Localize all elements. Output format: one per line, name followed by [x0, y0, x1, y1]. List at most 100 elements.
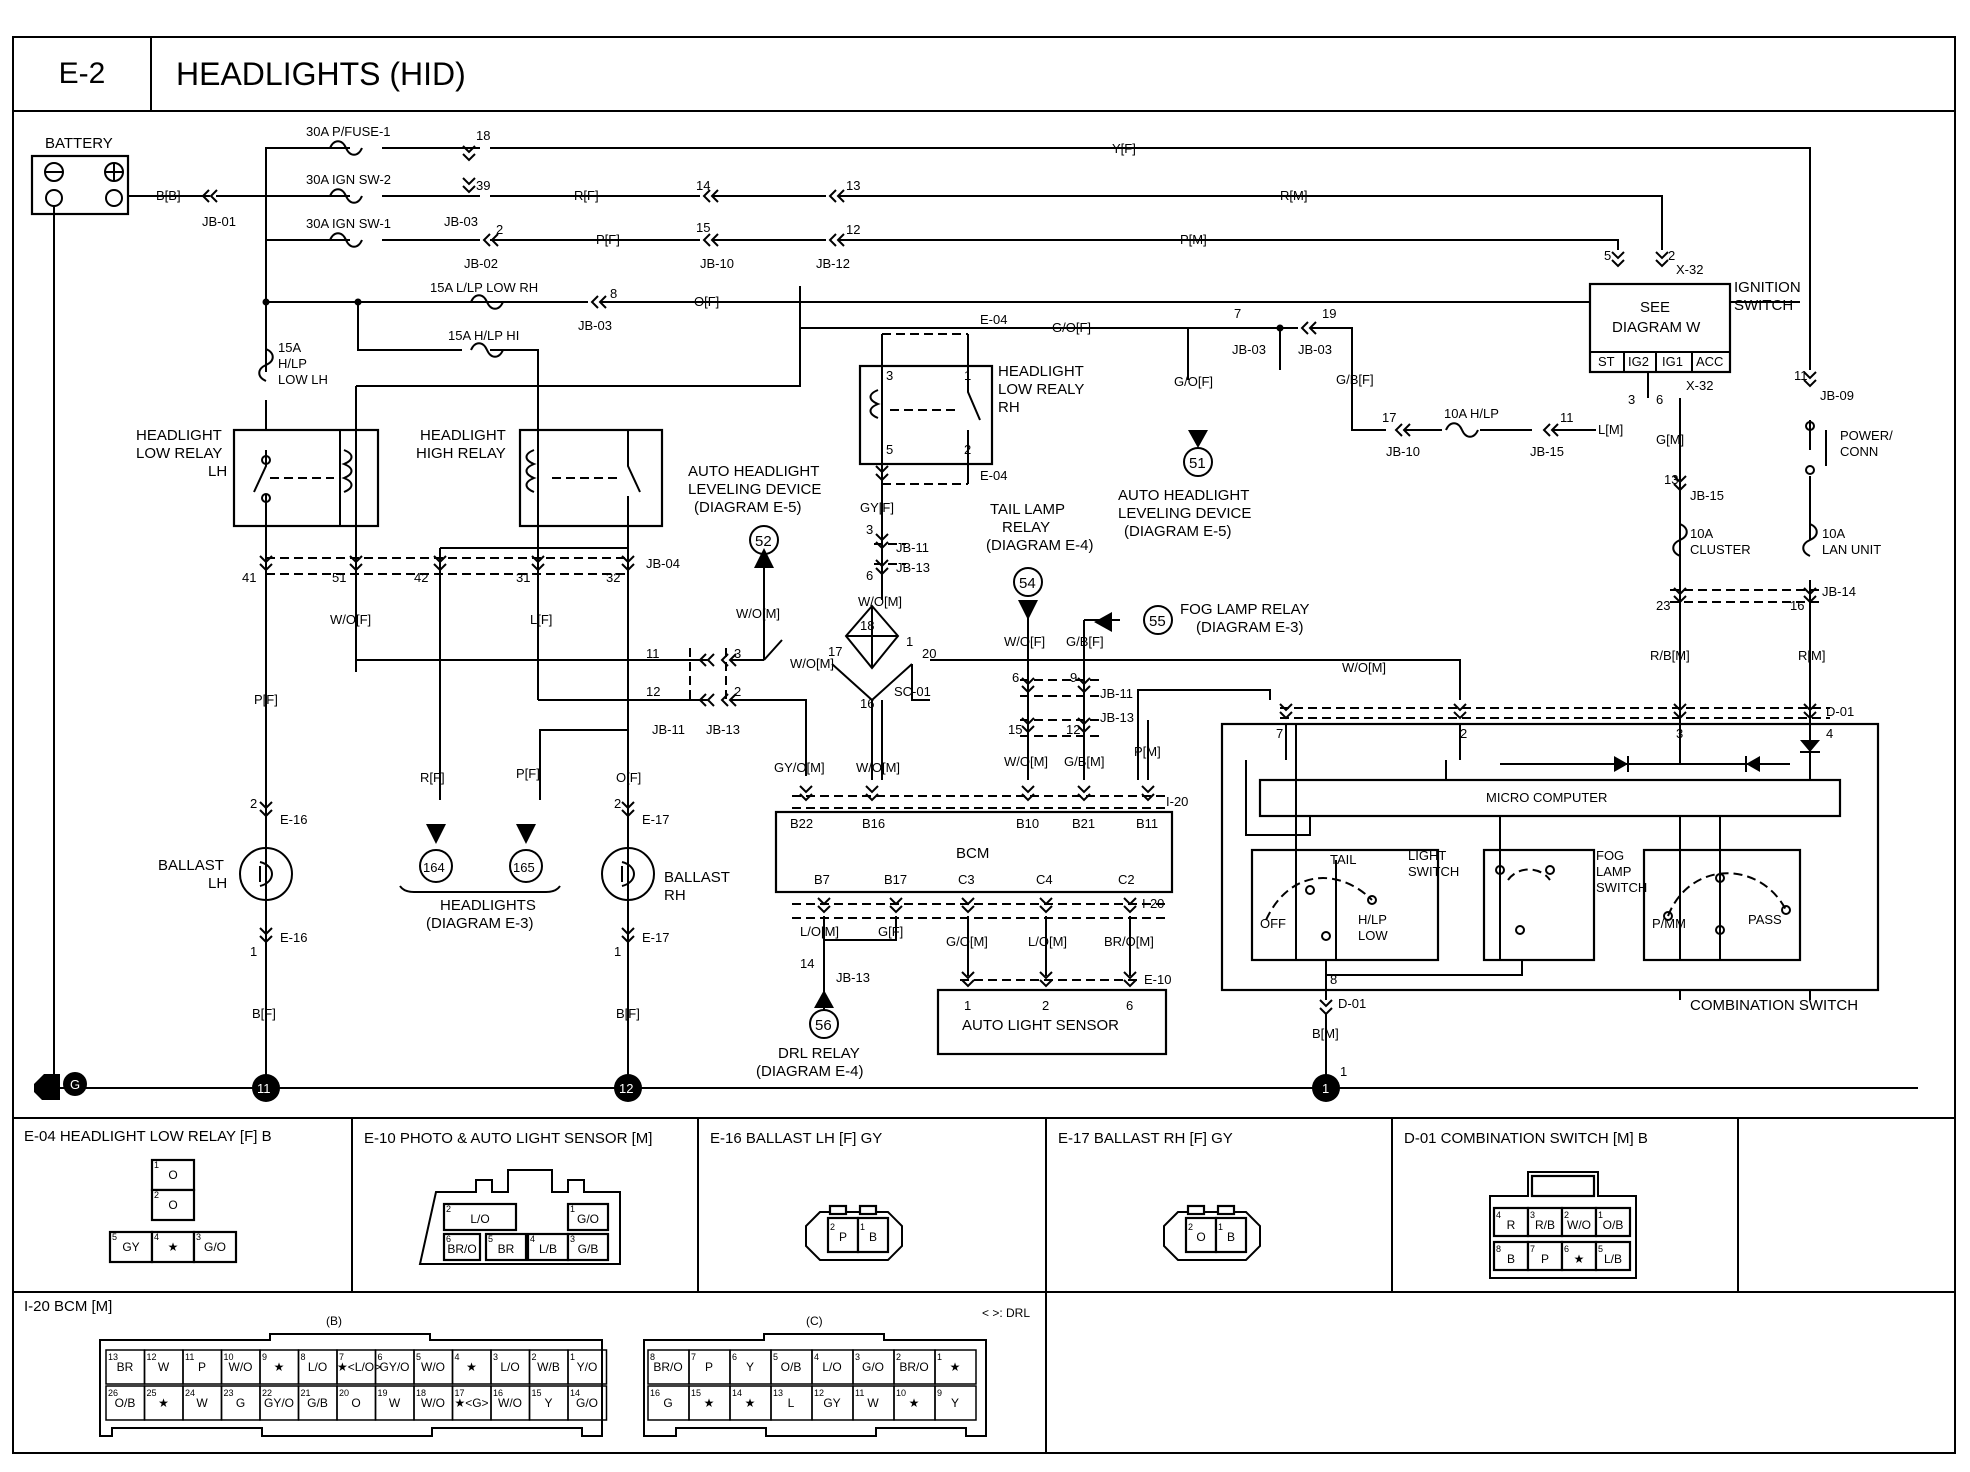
cpin-6: 6 [1126, 998, 1133, 1013]
i20b-r2-cell-10-wire: W/O [498, 1396, 522, 1410]
d01-cell-0-wire: R [1506, 1218, 1516, 1232]
x-32a: X-32 [1676, 262, 1703, 277]
jb-04: JB-04 [646, 556, 680, 571]
i20b-r2-cell-2-wire: W [196, 1396, 208, 1410]
ground-num-12: 12 [619, 1081, 633, 1096]
fuse-label-1: 30A P/FUSE-1 [306, 124, 391, 139]
diagram-code: E-2 [58, 57, 106, 90]
dpin-4: 4 [1826, 726, 1833, 741]
wire-bm: B[M] [1312, 1026, 1339, 1041]
pin-17: 17 [1382, 410, 1396, 425]
x-32b: X-32 [1686, 378, 1713, 393]
pin-7: 7 [1234, 306, 1241, 321]
e10-cell-0-wire: L/O [470, 1212, 490, 1226]
tail-relay-l2: RELAY [1002, 519, 1050, 536]
e04-cell-2-pin: 5 [112, 1232, 118, 1242]
e-04a: E-04 [980, 312, 1007, 327]
e16-cell-1-wire: B [868, 1230, 877, 1244]
power-conn-l1: POWER/ [1840, 428, 1893, 443]
fog-relay-l2: (DIAGRAM E-3) [1196, 619, 1304, 636]
e17-pin-2: 2 [614, 796, 621, 811]
conn-title-i20: I-20 BCM [M] [24, 1298, 113, 1315]
e16-cell-1-pin: 1 [860, 1222, 866, 1232]
fog-switch-l3: SWITCH [1596, 880, 1647, 895]
d01-cell-1-pin: 3 [1530, 1210, 1536, 1220]
i20c-r1-cell-6-wire: BR/O [899, 1360, 929, 1374]
e16-cell-0-wire: P [838, 1230, 847, 1244]
e10-cell-3-pin: 5 [488, 1234, 494, 1244]
fuse-label-9b: LAN UNIT [1822, 542, 1881, 557]
relay-low-rh-l2: LOW REALY [998, 381, 1084, 398]
jbpin-3: 3 [866, 522, 873, 537]
see-diagram-l1: SEE [1640, 299, 1670, 316]
fuse-label-4: 15A L/LP LOW RH [430, 280, 538, 295]
wire-wom5: W/O[M] [856, 760, 900, 775]
i20c-r2-cell-3-wire: L [787, 1396, 795, 1410]
fuse-label-8b: CLUSTER [1690, 542, 1751, 557]
e10-cell-2-pin: 6 [446, 1234, 452, 1244]
tpin-12: 12 [1066, 722, 1080, 737]
bcm-b16: B16 [862, 816, 885, 831]
i20b-r1-cell-5-wire: L/O [307, 1360, 328, 1374]
conn-i20-b-label: (B) [326, 1314, 342, 1328]
ballast-lh-l2: LH [208, 875, 227, 892]
e-16a: E-16 [280, 812, 307, 827]
wire-rf2: R[F] [420, 770, 445, 785]
relay-low-rh-l3: RH [998, 399, 1020, 416]
wire-rm2: R[M] [1798, 648, 1825, 663]
i20b-r2-cell-5-wire: G/B [307, 1396, 328, 1410]
fog-switch-l1: FOG [1596, 848, 1624, 863]
tpin-15: 15 [1008, 722, 1022, 737]
pin-8: 8 [610, 286, 617, 301]
relay-low-lh [232, 428, 380, 528]
scpin-20: 20 [922, 646, 936, 661]
dpin-7: 7 [1276, 726, 1283, 741]
i20b-r1-cell-3-wire: W/O [228, 1360, 253, 1374]
dpin-1: 1 [1340, 1064, 1347, 1079]
bcm-c3: C3 [958, 872, 975, 887]
drl-relay-l2: (DIAGRAM E-4) [756, 1063, 864, 1080]
i20c-r2-cell-1-wire: ★ [703, 1396, 715, 1410]
i20b-r1-cell-6-wire: ★<L/O> [337, 1360, 382, 1374]
wire-gyom: GY/O[M] [774, 760, 825, 775]
jb-02: JB-02 [464, 256, 498, 271]
pin-11: 11 [1560, 410, 1574, 425]
pin-5: 5 [1604, 248, 1611, 263]
pin-31: 31 [516, 570, 530, 585]
diagram-title: HEADLIGHTS (HID) [176, 55, 466, 92]
wire-lom: L/O[M] [800, 924, 839, 939]
ls-hlp: H/LP [1358, 912, 1387, 927]
ground-num-1: 1 [1322, 1081, 1329, 1096]
ign-term-acc: ACC [1696, 354, 1723, 369]
pin-18: 18 [476, 128, 490, 143]
fuse-label-8a: 10A [1690, 526, 1713, 541]
light-switch-l1: LIGHT [1408, 848, 1446, 863]
i20b-r1-cell-1-wire: W [157, 1360, 170, 1374]
e-04b: E-04 [980, 468, 1007, 483]
pin-39: 39 [476, 178, 490, 193]
power-feed-wires [53, 147, 1811, 1088]
wom-run [355, 659, 1461, 700]
auto-light-label: AUTO LIGHT SENSOR [962, 1017, 1119, 1034]
e04-cell-4-pin: 3 [196, 1232, 202, 1242]
wire-wom: W/O[M] [736, 606, 780, 621]
pin-51: 51 [332, 570, 346, 585]
jb-11b: JB-11 [896, 540, 929, 555]
jb-03d: JB-03 [1298, 342, 1332, 357]
relay-high [518, 428, 664, 528]
pin-13: 13 [846, 178, 860, 193]
header-bar [12, 36, 1956, 112]
i20b-r1-cell-12-wire: Y/O [576, 1360, 598, 1374]
auto-level-52-l3: (DIAGRAM E-5) [694, 499, 802, 516]
see-diagram-l2: DIAGRAM W [1612, 319, 1701, 336]
ref-56: 56 [815, 1017, 832, 1034]
pass-pmm: P/MM [1652, 916, 1686, 931]
i20b-r2-cell-11-wire: Y [544, 1396, 553, 1410]
e10-cell-5-pin: 3 [570, 1234, 576, 1244]
wire-gf: G[F] [878, 924, 903, 939]
ballast-rh-l2: RH [664, 887, 686, 904]
e17-pin-1: 1 [614, 944, 621, 959]
wire-gbf: G/B[F] [1336, 372, 1374, 387]
light-switch-l2: SWITCH [1408, 864, 1459, 879]
jbpin-6: 6 [866, 568, 873, 583]
